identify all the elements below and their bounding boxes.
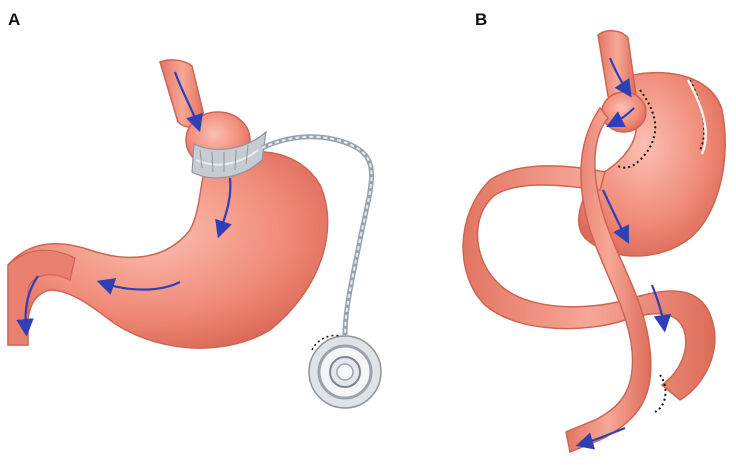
esophagus-a	[160, 60, 205, 127]
duodenum-a	[8, 250, 75, 345]
panel-a-diagram	[8, 60, 381, 408]
access-port-icon	[309, 336, 381, 408]
gastric-pouch-b	[602, 92, 646, 132]
esophagus-b	[598, 31, 636, 101]
panel-b-diagram	[463, 31, 725, 452]
stomach-a	[8, 152, 328, 348]
